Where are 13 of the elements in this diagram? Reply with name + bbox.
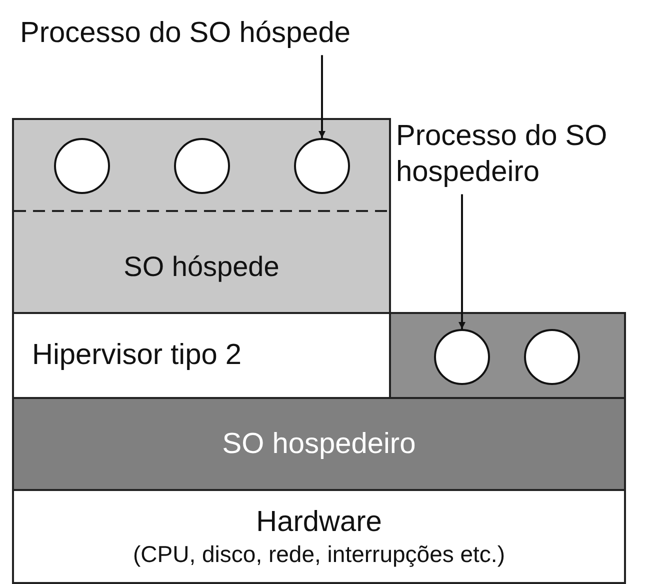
layer-title: Hardware: [256, 505, 382, 540]
hardware-layer: [12, 489, 626, 584]
host-process-area: [389, 312, 626, 399]
host-os-layer: [12, 397, 626, 491]
layer-title: SO hóspede: [124, 250, 280, 284]
arrow: [318, 55, 326, 138]
layer-subtitle: (CPU, disco, rede, interrupções etc.): [133, 540, 505, 569]
layer-title: SO hospedeiro: [222, 426, 416, 462]
layer-title: Hipervisor tipo 2: [32, 338, 242, 374]
callout-label: Processo do SO hóspede: [20, 16, 350, 51]
guest-os-layer: [12, 118, 391, 314]
callout-label: Processo do SO hospedeiro: [396, 118, 608, 190]
arrow: [458, 194, 466, 329]
